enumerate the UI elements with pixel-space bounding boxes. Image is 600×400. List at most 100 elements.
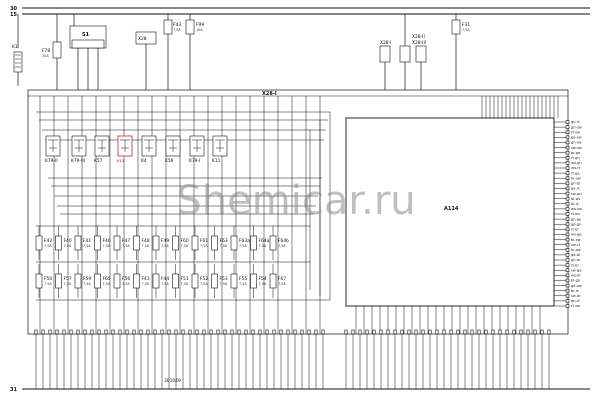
fuse-id: F46 [103,238,111,244]
fuse-id: F64b [278,238,289,244]
module-pin-label: sw-ge [571,268,582,272]
fuse-rating: 7,5A [161,244,169,248]
fuse-top-f43-id: F43 [173,22,181,28]
fuse-rating: 7,5A [200,282,208,286]
fuse-id: F48 [142,238,150,244]
module-pin-label: bl-sw [571,238,580,242]
fuse-row-lower: F507,5AF577,5AF597,5AF657,5AF567,5AF437,… [35,264,286,298]
fuse-id: F51 [181,276,189,282]
module-pin-label: gn-sw [571,125,582,129]
module-pin-label: ws-rt [571,166,581,170]
module-pin-label: bl-rt [571,202,579,206]
fuse-f31-id: F31 [462,22,470,28]
fuse-f41 [74,235,82,251]
fuse-f78-id: F78 [42,48,50,54]
fuse-f65 [94,273,101,289]
module-pin-label: gn-ws [571,141,582,145]
module-pin-label: sw-ws [571,146,582,150]
fuse-rating: 7,5A [64,244,72,248]
fuse-rating: 7,5A [278,244,286,248]
fuse-rating: 7,5A [259,244,267,248]
fuse-id: F52 [200,276,208,282]
fuse-id: F59 [83,276,91,282]
fuse-f43 [133,273,140,289]
fuse-id: F41 [83,238,91,244]
fuse-id: F49 [161,238,169,244]
module-pin-label: br-rt [571,289,579,293]
connector-x28-ii-label: X28-II [412,34,425,40]
fuse-f47 [113,235,121,251]
fuse-f60 [172,235,179,251]
fuse-f51 [172,273,179,289]
fuse-f53 [211,273,218,289]
fuse-rating: 7,5A [142,282,150,286]
module-a114-label: A114 [444,206,459,212]
rail-label-15: 15 [10,12,17,18]
top-section: F78 20A S1 X28 F43 7,5A F99 10A X28-I X2… [42,14,470,90]
fuse-rating: 7,5A [239,244,247,248]
fuse-f52 [191,273,199,289]
fuse-id: F56 [122,276,130,282]
module-pin-label: sw-rt [571,243,581,247]
fuse-id: F61 [200,238,208,244]
fuse-row-upper: F427,5AF407,5AF417,5AF467,5AF477,5AF487,… [35,226,289,260]
fuse-id: F60 [181,238,189,244]
fuse-f49 [152,235,160,251]
k1-label: K1 [12,44,18,50]
fuse-id: F42 [44,238,52,244]
wire-lattice [36,96,331,334]
module-pin-label: bl-ws [571,197,581,201]
fuse-rating: 7,5A [200,244,208,248]
fuse-f64a [250,235,257,251]
module-pin-label: ge-gn [571,222,581,226]
module-pin-label: ws-ge [571,233,582,237]
watermark-text: Shemicar.ru [176,178,415,224]
module-pin-label: br-sw [571,176,581,180]
module-pin-label: rt-gn [571,156,580,160]
fuse-f40 [55,235,62,251]
bottom-pins [34,329,551,389]
module-pin-label: ge-bl [571,253,580,257]
fuse-rating: 7,5A [103,282,111,286]
fuse-top-f43-rating: 7,5A [173,28,181,32]
module-pin-label: ge-sw [571,136,582,140]
fuse-id: F63 [220,238,228,244]
module-pin-label: gn-rt [571,120,580,124]
fuse-f54 [250,273,257,289]
module-pin-label: ge-rt [571,187,580,191]
module-pin-label: rt-bl [571,228,578,232]
fuse-f48 [133,235,140,251]
fuse-rating: 7,5A [181,244,189,248]
rail-label-31: 31 [10,387,17,393]
fuse-f64b [269,235,277,251]
fuse-rating: 7,5A [64,282,72,286]
relay-label: K79-I [189,158,200,164]
fuse-f50 [35,273,43,289]
power-rails: 30 15 31 [10,6,590,393]
relay-label: K11 [212,158,221,164]
module-pin-label: gn-br [571,258,581,262]
fuse-rating: 7,5A [44,282,52,286]
fuse-f99-rating: 10A [196,28,203,32]
module-right-pins: gn-rtgn-swrt-swge-swgn-wssw-wsbr-gert-gn… [355,96,582,334]
fuse-f63 [211,235,218,251]
fuse-id: F43 [142,276,150,282]
module-pin-label: br-ge [571,151,581,155]
module-pin-label: rt-br [571,263,579,267]
fuse-f57 [55,273,62,289]
module-pin-label: ws-gn [571,161,582,165]
relay-label: K13 [117,159,124,163]
fuse-f67 [269,273,277,289]
fuse-rating: 7,5A [181,282,189,286]
fuse-id: F40 [64,238,72,244]
fuse-rating: 7,5A [220,244,228,248]
module-pin-label: gn-rt [571,299,580,303]
fuse-id: F67 [278,276,286,282]
module-pin-label: ws-br [571,274,581,278]
fuse-id: F64a [259,238,270,244]
connector-x28-label: X28 [138,36,147,42]
fuse-rating: 7,5A [83,282,91,286]
module-pin-label: gn-bl [571,182,580,186]
